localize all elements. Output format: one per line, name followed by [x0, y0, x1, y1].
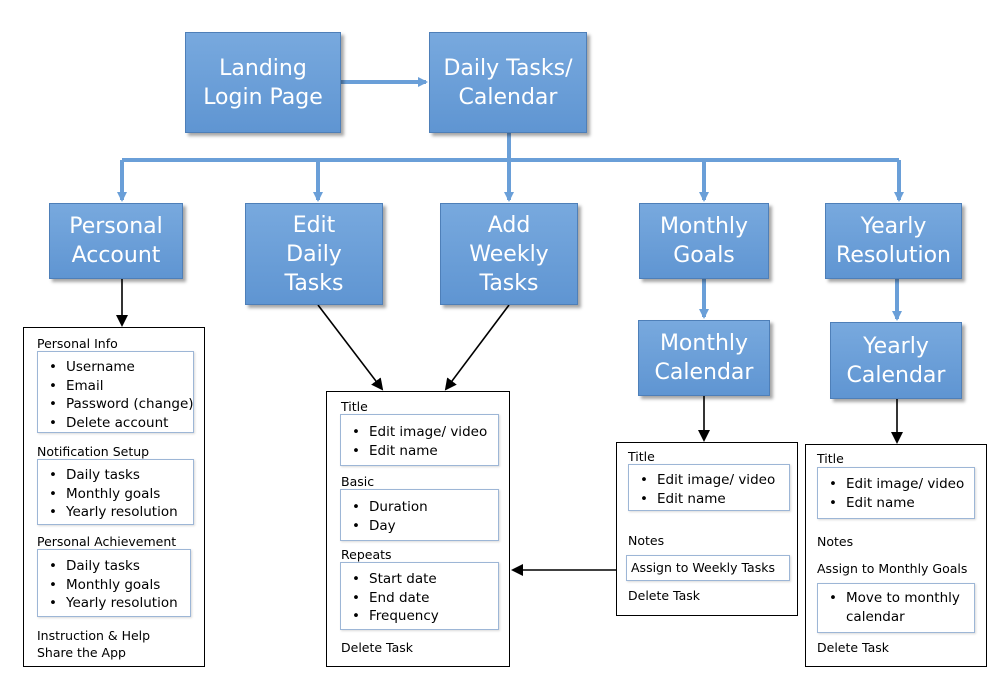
list-item: Day [341, 517, 498, 536]
repeats-list: Start date End date Frequency [340, 562, 499, 630]
list-item: Monthly goals [38, 576, 190, 595]
list-item: Daily tasks [38, 466, 193, 485]
basic-label: Basic [341, 474, 375, 489]
delete-task-label: Delete Task [628, 588, 701, 603]
title-list: Edit image/ video Edit name [628, 464, 790, 511]
arrow-edit-daily-to-panel [317, 304, 384, 391]
notes-label: Notes [817, 534, 854, 549]
list-item: Edit name [818, 494, 974, 513]
title-list: Edit image/ video Edit name [340, 414, 499, 466]
list-item: Email [38, 377, 193, 396]
list-item: Edit name [629, 490, 789, 509]
list-item: Start date [341, 570, 498, 589]
monthly-calendar-node: Monthly Calendar [638, 320, 770, 396]
basic-list: Duration Day [340, 489, 499, 541]
list-item: Delete account [38, 414, 193, 433]
personal-account-node: Personal Account [49, 203, 183, 279]
title-label: Title [341, 399, 368, 414]
list-item: Yearly resolution [38, 594, 190, 613]
monthly-calendar-panel: Title Edit image/ video Edit name Notes … [616, 442, 798, 616]
assign-monthly-label: Assign to Monthly Goals [817, 561, 968, 576]
yearly-resolution-node: Yearly Resolution [825, 203, 962, 279]
list-item: Yearly resolution [38, 503, 193, 522]
title-list: Edit image/ video Edit name [817, 467, 975, 519]
assign-weekly-box: Assign to Weekly Tasks [626, 555, 790, 581]
move-monthly-box: Move to monthly calendar [817, 583, 975, 633]
personal-info-label: Personal Info [37, 336, 118, 351]
list-item: Username [38, 358, 193, 377]
list-item: Frequency [341, 607, 498, 626]
yearly-calendar-node: Yearly Calendar [830, 322, 962, 399]
notification-setup-list: Daily tasks Monthly goals Yearly resolut… [37, 459, 194, 525]
list-item: Duration [341, 498, 498, 517]
delete-task-label: Delete Task [817, 640, 890, 655]
yearly-calendar-panel: Title Edit image/ video Edit name Notes … [805, 444, 987, 667]
arrow-add-weekly-to-panel [444, 304, 510, 391]
list-item: Monthly goals [38, 485, 193, 504]
repeats-label: Repeats [341, 547, 392, 562]
title-label: Title [628, 449, 655, 464]
task-detail-panel: Title Edit image/ video Edit name Basic … [326, 391, 510, 667]
list-item: Edit image/ video [818, 475, 974, 494]
monthly-goals-node: Monthly Goals [639, 203, 769, 279]
list-item: Daily tasks [38, 557, 190, 576]
add-weekly-tasks-node: Add Weekly Tasks [440, 203, 578, 305]
share-app-label: Share the App [37, 645, 126, 660]
list-item: Password (change) [38, 395, 194, 414]
notification-setup-label: Notification Setup [37, 444, 150, 459]
personal-account-panel: Personal Info Username Email Password (c… [23, 327, 205, 667]
list-item: Edit image/ video [629, 471, 789, 490]
personal-info-list: Username Email Password (change) Delete … [37, 351, 194, 433]
list-item: Edit image/ video [341, 423, 498, 442]
list-item: Edit name [341, 442, 498, 461]
personal-achievement-list: Daily tasks Monthly goals Yearly resolut… [37, 549, 191, 617]
delete-task-label: Delete Task [341, 640, 414, 655]
assign-weekly-label: Assign to Weekly Tasks [631, 560, 775, 575]
list-item: End date [341, 589, 498, 608]
notes-label: Notes [628, 533, 665, 548]
edit-daily-tasks-node: Edit Daily Tasks [245, 203, 383, 305]
list-item: Move to monthly calendar [818, 589, 974, 626]
daily-tasks-calendar-node: Daily Tasks/ Calendar [429, 32, 587, 133]
personal-achievement-label: Personal Achievement [37, 534, 177, 549]
instruction-help-label: Instruction & Help [37, 628, 151, 643]
landing-login-node: Landing Login Page [185, 32, 341, 133]
title-label: Title [817, 451, 844, 466]
